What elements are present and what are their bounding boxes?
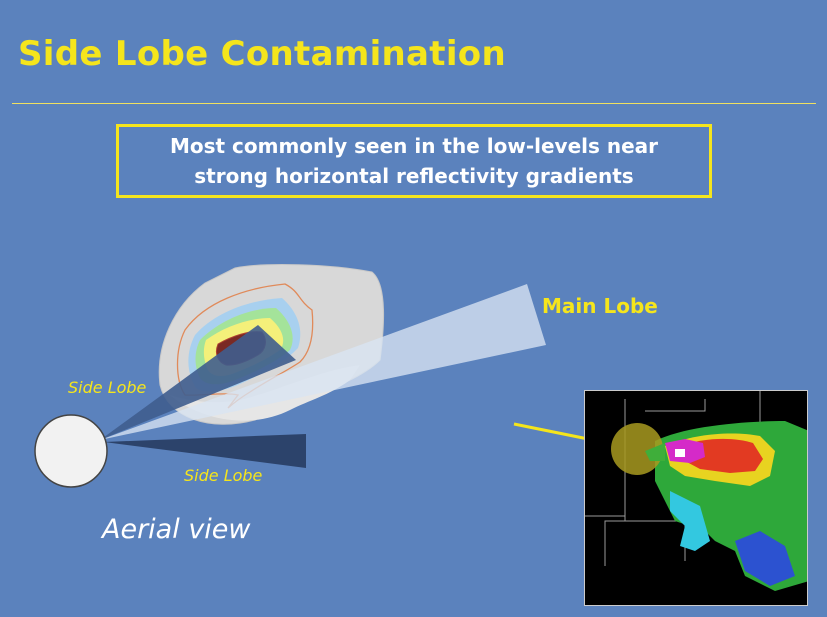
radar-reflectivity-graphic [585, 391, 807, 605]
radar-echo-green-spur [645, 443, 665, 461]
title-divider [12, 103, 816, 104]
slide-title: Side Lobe Contamination [18, 34, 506, 74]
radar-echo-blue [735, 531, 795, 586]
lower-side-lobe-beam [104, 434, 306, 468]
aerial-view-label: Aerial view [102, 514, 251, 545]
callout-line-1: Most commonly seen in the low-levels nea… [169, 134, 659, 158]
radar-echo-cyan [670, 491, 710, 551]
side-lobe-lower-label: Side Lobe [184, 466, 263, 485]
radar-site-circle [34, 414, 108, 488]
side-lobe-upper-label: Side Lobe [68, 378, 147, 397]
callout-line-2: strong horizontal reflectivity gradients [194, 164, 634, 188]
radar-reflectivity-image [584, 390, 808, 606]
main-lobe-beam [100, 284, 546, 440]
contamination-highlight-circle [611, 423, 663, 475]
callout-box: Most commonly seen in the low-levels nea… [116, 124, 712, 198]
radar-echo-white [675, 449, 685, 457]
main-lobe-label: Main Lobe [542, 294, 658, 318]
upper-side-lobe-beam [100, 325, 296, 440]
